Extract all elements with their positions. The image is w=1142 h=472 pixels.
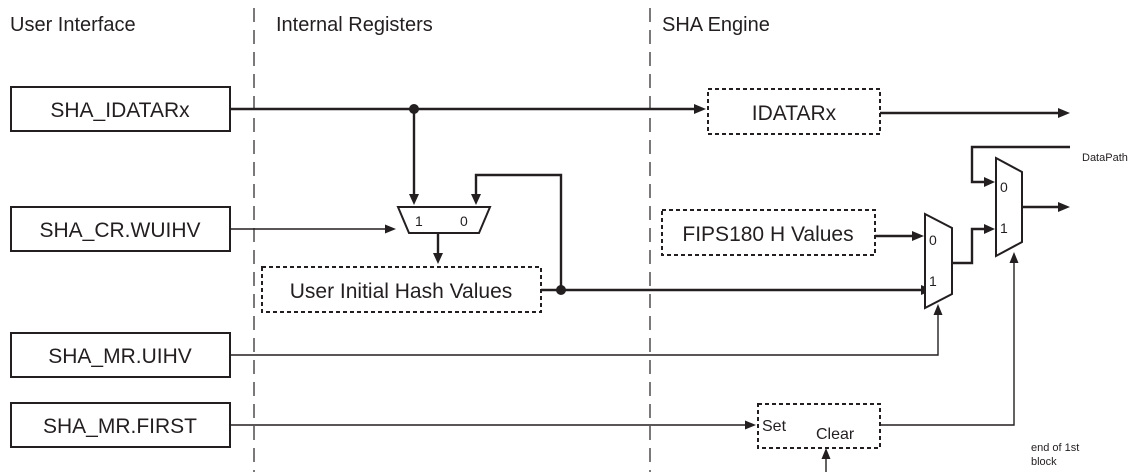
arrow-into-ir-mux-0	[471, 194, 481, 205]
arrow-into-mux2-0	[984, 177, 995, 187]
box-sha-idatarx-label: SHA_IDATARx	[50, 99, 190, 122]
box-sha-cr-wuihv-label: SHA_CR.WUIHV	[39, 219, 200, 242]
reg-user-initial-hash-values-label: User Initial Hash Values	[290, 280, 513, 303]
box-sha-mr-first: SHA_MR.FIRST	[10, 402, 231, 448]
engine-mux2-input-0: 0	[1000, 179, 1008, 195]
engine-mux1-input-0: 0	[929, 232, 937, 248]
internal-mux-input-0: 0	[460, 213, 468, 229]
wire-mux1-to-mux2	[952, 227, 986, 265]
box-sha-cr-wuihv: SHA_CR.WUIHV	[10, 206, 231, 252]
engine-idatarx-label: IDATARx	[752, 102, 837, 125]
internal-mux: 1 0	[396, 206, 492, 234]
engine-idatarx: IDATARx	[707, 88, 881, 135]
arrow-into-mux1-0	[912, 231, 924, 241]
arrow-into-mux2-select	[1009, 252, 1019, 263]
reg-user-initial-hash-values: User Initial Hash Values	[261, 266, 542, 313]
arrow-into-set	[745, 420, 756, 430]
arrow-into-idatarx	[694, 104, 706, 114]
wire-flag-to-mux2	[880, 262, 1015, 426]
end-of-block-label-1: end of 1st	[1031, 442, 1079, 454]
engine-mux1-input-1: 1	[929, 273, 937, 289]
engine-mux1: 0 1	[924, 212, 953, 310]
datapath-label: DataPath	[1082, 152, 1128, 164]
box-sha-mr-first-label: SHA_MR.FIRST	[43, 415, 197, 438]
arrow-into-mux1-select	[933, 304, 943, 315]
engine-mux2: 0 1	[995, 156, 1023, 258]
engine-mux2-input-1: 1	[1000, 220, 1008, 236]
arrow-idatarx-out	[1058, 108, 1070, 118]
box-sha-mr-uihv-label: SHA_MR.UIHV	[48, 345, 192, 368]
arrow-mux2-out	[1058, 202, 1070, 212]
header-user-interface: User Interface	[10, 14, 136, 36]
wire-datapath-feedback	[970, 145, 1070, 184]
header-sha-engine: SHA Engine	[662, 14, 770, 36]
arrow-into-mux2-1	[984, 224, 995, 234]
arrow-into-uihv-reg	[433, 253, 443, 264]
box-sha-idatarx: SHA_IDATARx	[10, 86, 231, 132]
wire-mr-uihv	[230, 313, 939, 356]
engine-first-block-flag: Set Clear	[757, 403, 881, 449]
engine-fips180: FIPS180 H Values	[661, 209, 876, 256]
box-sha-mr-uihv: SHA_MR.UIHV	[10, 332, 231, 378]
wire-uihv-feedback	[474, 173, 563, 290]
end-of-block-label-2: block	[1031, 456, 1057, 468]
arrow-into-ir-mux-select	[385, 224, 396, 234]
arrow-into-clear	[821, 448, 831, 459]
header-internal-registers: Internal Registers	[276, 14, 433, 36]
arrow-into-ir-mux-1	[409, 194, 419, 205]
flag-clear-label: Clear	[816, 426, 855, 443]
engine-fips180-label: FIPS180 H Values	[682, 223, 853, 246]
flag-set-label: Set	[762, 418, 787, 435]
internal-mux-input-1: 1	[415, 213, 423, 229]
